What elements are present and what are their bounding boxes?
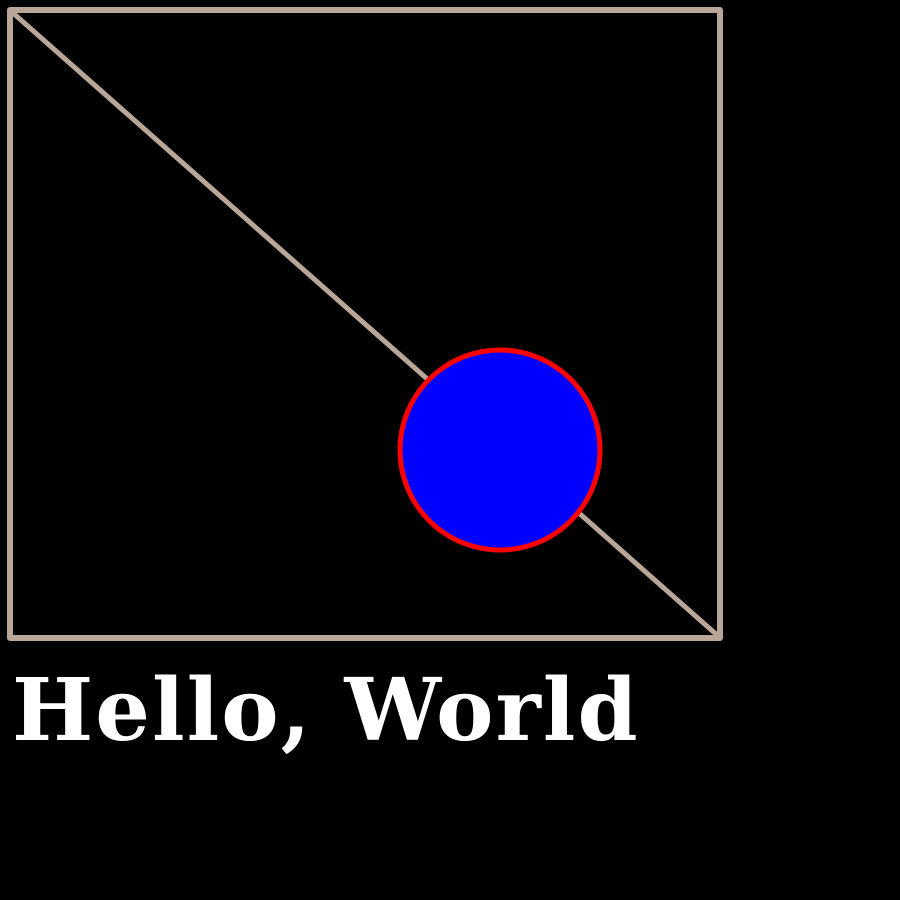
blue-circle xyxy=(397,347,603,553)
diagonal-line xyxy=(10,10,720,638)
square-frame xyxy=(7,7,723,641)
hello-world-text: Hello, World xyxy=(12,660,640,761)
